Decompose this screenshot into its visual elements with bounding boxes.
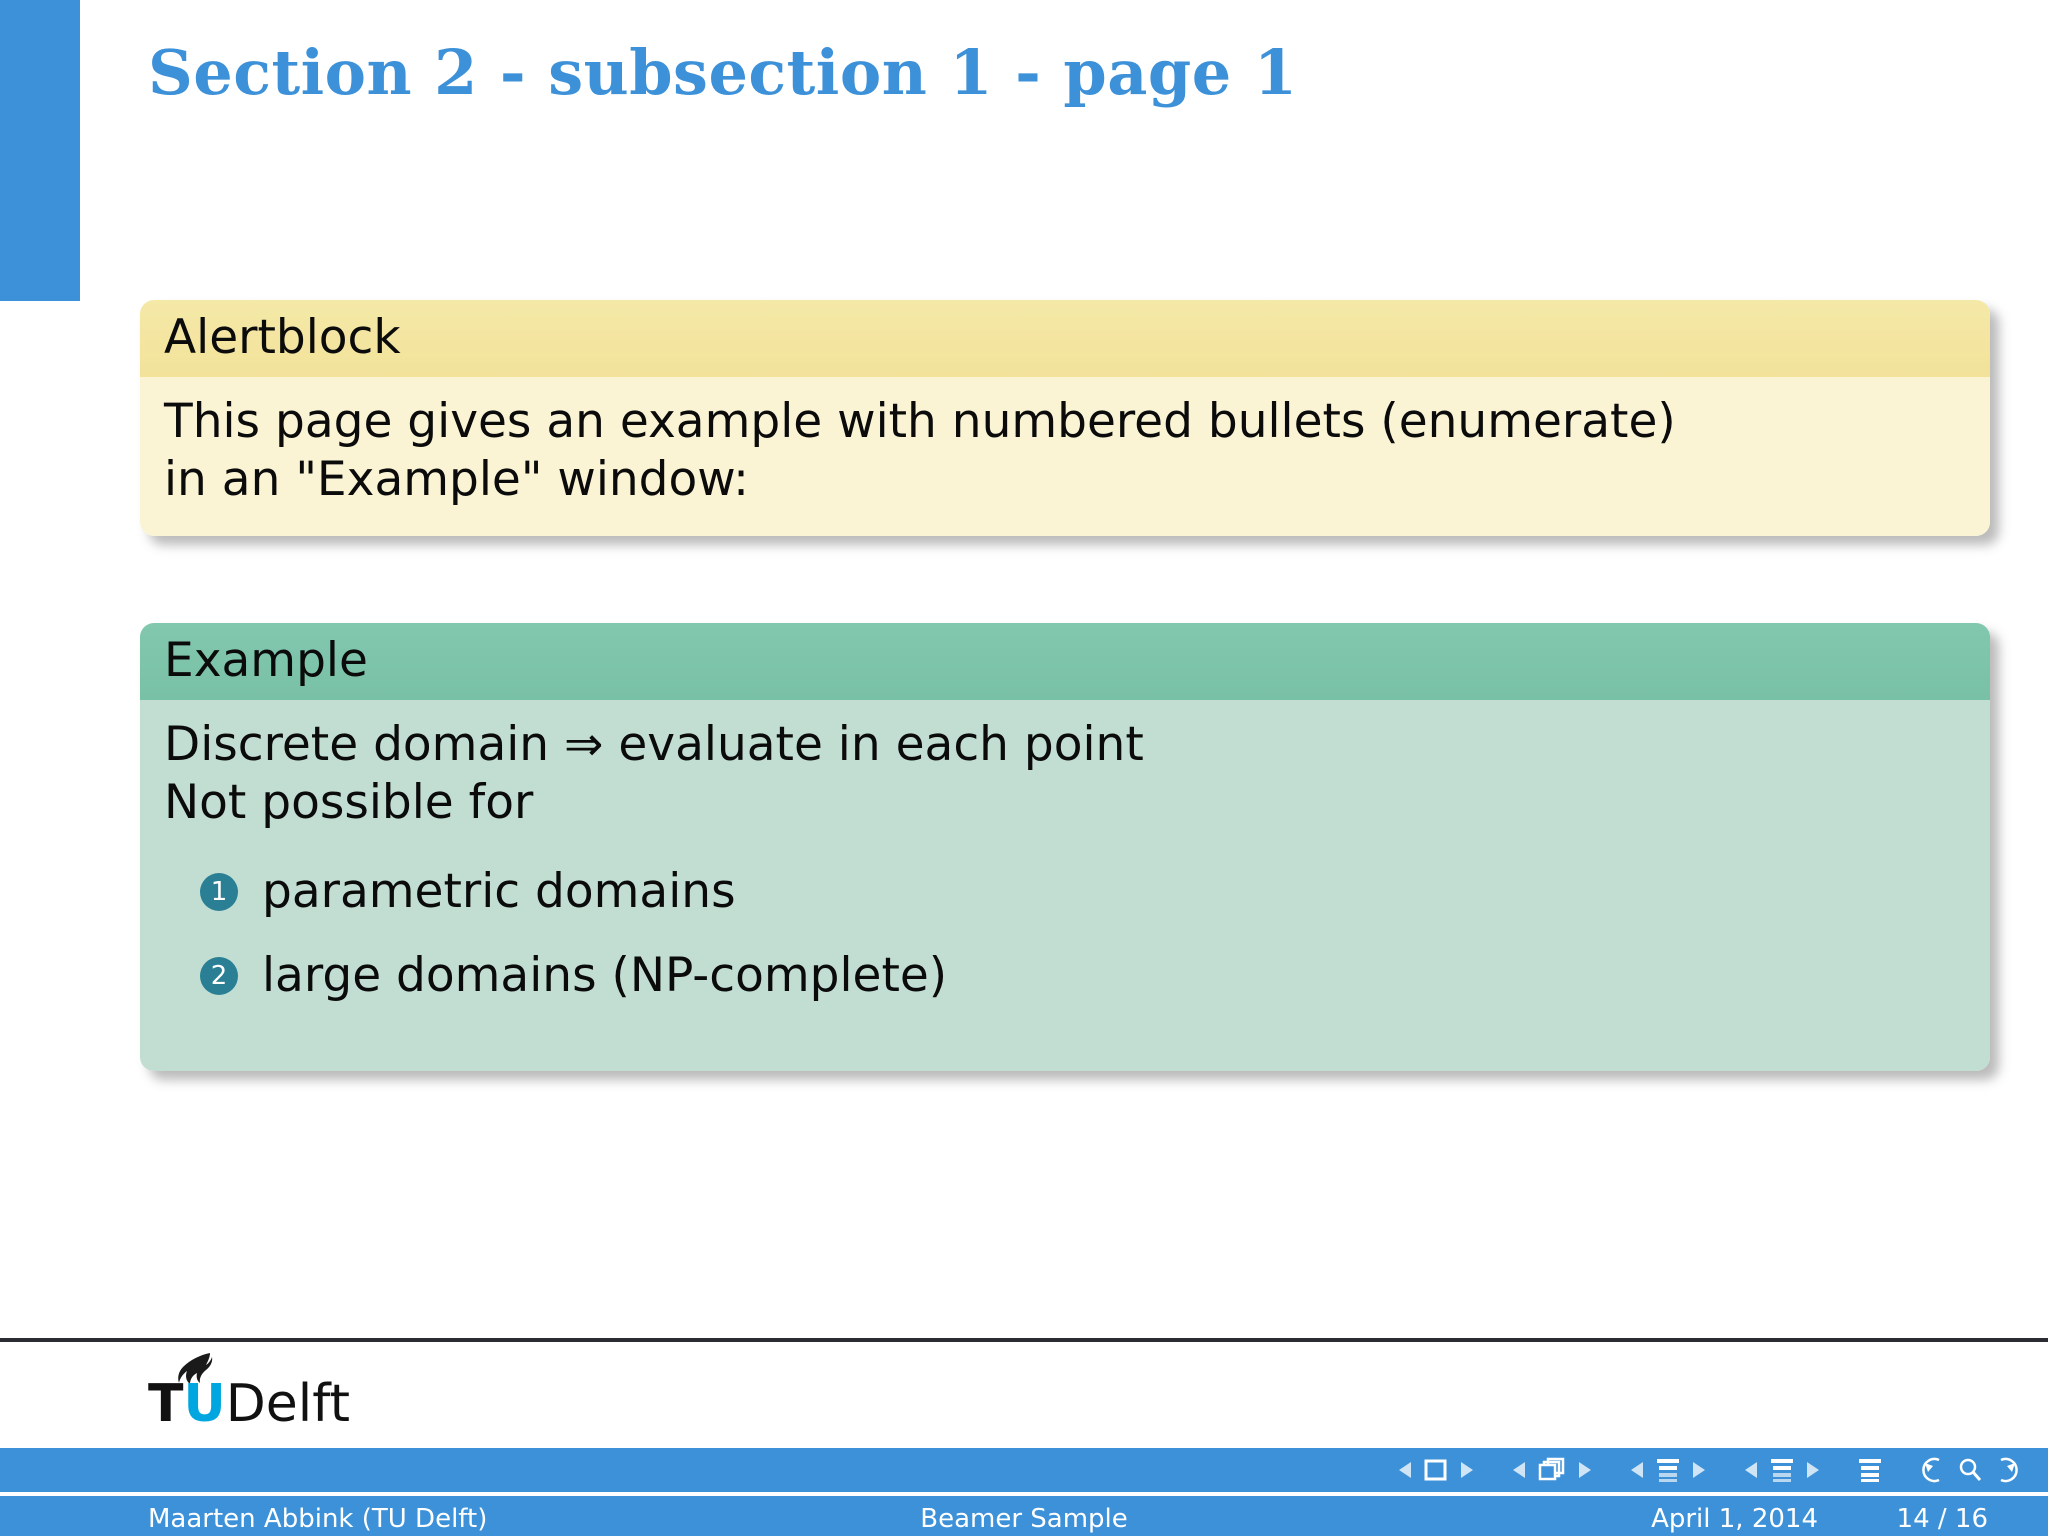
nav-group-document — [1852, 1457, 1888, 1483]
section-lines-icon[interactable] — [1769, 1457, 1795, 1483]
magnifier-icon[interactable] — [1957, 1457, 1983, 1483]
tu-delft-logo: TUDelft — [148, 1352, 408, 1432]
example-block-body: Discrete domain ⇒ evaluate in each point… — [140, 700, 1990, 1072]
document-lines-icon[interactable] — [1857, 1457, 1883, 1483]
footer-presentation-title: Beamer Sample — [920, 1504, 1128, 1534]
example-block: Example Discrete domain ⇒ evaluate in ea… — [140, 623, 1990, 1072]
footer-page-number: 14 / 16 — [1896, 1504, 1988, 1534]
next-section-triangle-icon[interactable] — [1805, 1460, 1821, 1480]
nav-group-slide — [1392, 1458, 1480, 1482]
example-block-line-2: Not possible for — [164, 775, 534, 831]
nav-group-frame — [1506, 1457, 1598, 1483]
list-item-label: parametric domains — [262, 863, 736, 919]
next-slide-triangle-icon[interactable] — [1459, 1460, 1475, 1480]
enumerate-marker-icon: 2 — [200, 956, 238, 995]
next-subsection-triangle-icon[interactable] — [1691, 1460, 1707, 1480]
footer-author: Maarten Abbink (TU Delft) — [148, 1504, 488, 1534]
back-arrow-icon[interactable] — [1919, 1457, 1947, 1483]
logo-word-delft: Delft — [225, 1374, 350, 1434]
alert-block-title: Alertblock — [140, 300, 1990, 377]
forward-arrow-icon[interactable] — [1993, 1457, 2021, 1483]
slide-square-icon[interactable] — [1423, 1458, 1449, 1482]
alert-block-line-2: in an "Example" window: — [164, 452, 749, 508]
nav-group-section — [1738, 1457, 1826, 1483]
example-block-line-1: Discrete domain ⇒ evaluate in each point — [164, 717, 1144, 772]
prev-frame-triangle-icon[interactable] — [1511, 1460, 1527, 1480]
footer-separator — [0, 1492, 2048, 1497]
prev-subsection-triangle-icon[interactable] — [1629, 1460, 1645, 1480]
next-frame-triangle-icon[interactable] — [1577, 1460, 1593, 1480]
logo-letter-t: T — [148, 1374, 184, 1434]
nav-group-subsection — [1624, 1457, 1712, 1483]
example-block-title: Example — [140, 623, 1990, 700]
footer-date: April 1, 2014 — [1651, 1504, 1818, 1534]
subsection-lines-icon[interactable] — [1655, 1457, 1681, 1483]
prev-slide-triangle-icon[interactable] — [1397, 1460, 1413, 1480]
alert-block-body: This page gives an example with numbered… — [140, 377, 1990, 536]
nav-group-navigation — [1914, 1457, 2026, 1483]
alert-block-line-1: This page gives an example with numbered… — [164, 394, 1676, 449]
footer-divider — [0, 1338, 2048, 1342]
footer-bar: Maarten Abbink (TU Delft) Beamer Sample … — [0, 1496, 2048, 1536]
beamer-navigation-symbols — [0, 1448, 2048, 1492]
page-title: Section 2 - subsection 1 - page 1 — [148, 36, 1298, 109]
alert-block: Alertblock This page gives an example wi… — [140, 300, 1990, 536]
enumerate-list: 1 parametric domains 2 large domains (NP… — [164, 863, 1962, 1006]
flame-icon — [178, 1353, 213, 1384]
tu-delft-wordmark: TUDelft — [148, 1378, 350, 1430]
list-item: 2 large domains (NP-complete) — [200, 947, 1962, 1005]
title-sidebar-accent — [0, 0, 80, 301]
prev-section-triangle-icon[interactable] — [1743, 1460, 1759, 1480]
enumerate-marker-icon: 1 — [200, 872, 238, 911]
list-item: 1 parametric domains — [200, 863, 1962, 921]
logo-letter-u: U — [183, 1374, 226, 1434]
list-item-label: large domains (NP-complete) — [262, 947, 948, 1003]
stacked-frames-icon[interactable] — [1537, 1457, 1567, 1483]
